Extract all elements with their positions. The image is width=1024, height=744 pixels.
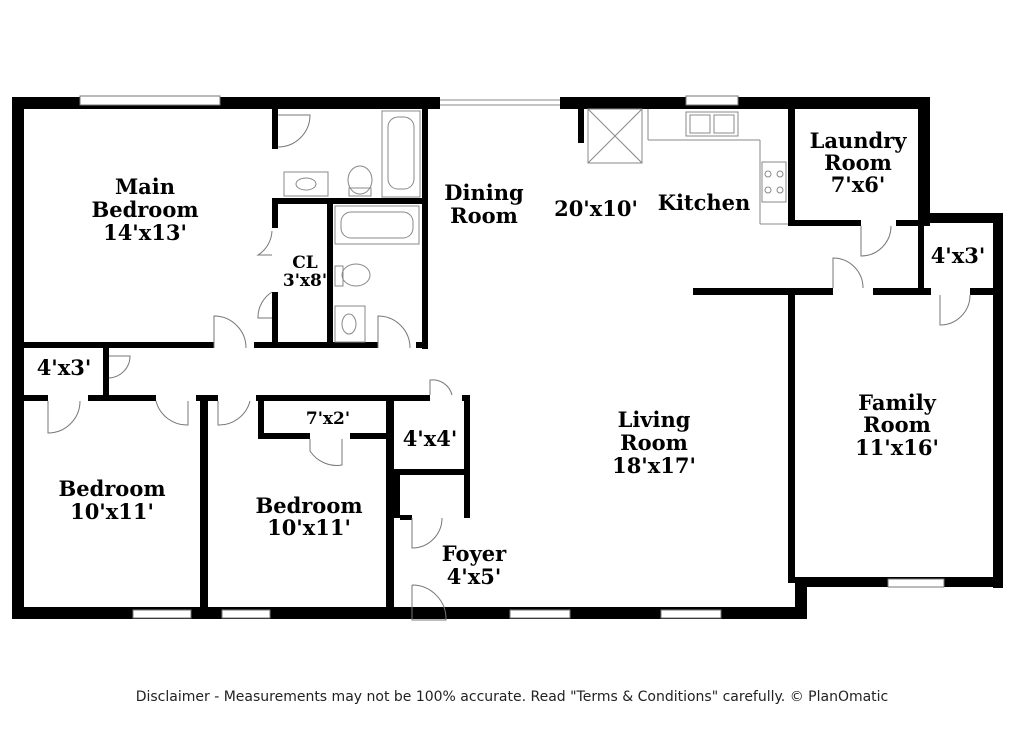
dining-room-name-2: Room [450, 203, 518, 228]
living-room-size: 18'x17' [612, 453, 696, 478]
interior-walls [24, 109, 995, 619]
foyer-size: 4'x5' [447, 564, 502, 589]
fixtures [283, 108, 788, 343]
main-bedroom-size: 14'x13' [103, 220, 187, 245]
room-labels: Main Bedroom 14'x13' CL 3'x8' Dining Roo… [37, 128, 986, 589]
bedroom-1-size: 10'x11' [70, 499, 154, 524]
laundry-name-2: Room [824, 150, 892, 175]
laundry-size: 7'x6' [831, 172, 886, 197]
living-room-name-1: Living [618, 407, 691, 432]
closet-4x4-size: 4'x4' [403, 426, 458, 451]
doors [47, 114, 971, 621]
closet-name: CL [292, 253, 318, 273]
bedroom-1-name: Bedroom [58, 476, 165, 501]
closet-7x2-size: 7'x2' [306, 409, 350, 429]
family-room-name-1: Family [858, 390, 937, 415]
dining-room-name-1: Dining [444, 180, 524, 205]
bedroom-2-size: 10'x11' [267, 515, 351, 540]
closet-ne-size: 4'x3' [931, 243, 986, 268]
windows [79, 95, 945, 619]
closet-w-size: 4'x3' [37, 355, 92, 380]
laundry-name-1: Laundry [810, 128, 908, 153]
living-room-name-2: Room [620, 430, 688, 455]
kitchen-name: Kitchen [658, 190, 751, 215]
family-room-size: 11'x16' [855, 435, 939, 460]
closet-size: 3'x8' [283, 271, 327, 291]
exterior-walls [12, 97, 1003, 619]
foyer-name: Foyer [442, 541, 507, 566]
family-room-name-2: Room [863, 412, 931, 437]
dining-kitchen-size: 20'x10' [554, 196, 638, 221]
bedroom-2-name: Bedroom [255, 493, 362, 518]
main-bedroom-name-1: Main [115, 174, 175, 199]
main-bedroom-name-2: Bedroom [91, 197, 198, 222]
disclaimer-text: Disclaimer - Measurements may not be 100… [135, 689, 889, 705]
